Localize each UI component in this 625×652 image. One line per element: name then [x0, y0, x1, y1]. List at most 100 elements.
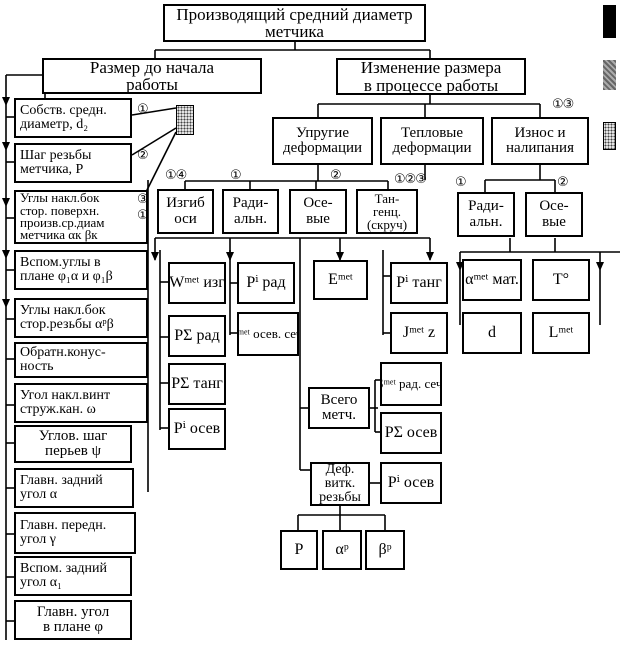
- alpha-p-box: αᵖ: [322, 530, 362, 570]
- symbol-text: Pⁱ танг: [396, 273, 442, 291]
- wear-radial-box: Ради- альн.: [457, 192, 515, 237]
- left-item-text: в плане φ: [42, 619, 104, 635]
- legend-gray-square: [603, 60, 616, 90]
- left-item-text: метчика, P: [20, 162, 84, 177]
- e-met-box: Eᵐᵉᵗ: [313, 260, 368, 300]
- thermal-deformations-box: Тепловые деформации: [380, 117, 484, 165]
- def-text: резьбы: [319, 490, 361, 506]
- symbol-text: P: [294, 540, 304, 558]
- circle-label-radial: ①: [230, 168, 242, 183]
- left-item-text: стор.резьбы αᵖβ: [20, 317, 114, 332]
- elastic-deformations-box: Упругие деформации: [272, 117, 373, 165]
- def-text: Деф.: [325, 462, 355, 477]
- symbol-text: αᵖ: [335, 540, 349, 558]
- category-text: налипания: [506, 140, 574, 156]
- symbol-text: PΣ осев: [384, 423, 438, 441]
- symbol-text: PΣ рад: [174, 326, 220, 344]
- sub-text: вые: [306, 210, 330, 227]
- j-z-box: Jᵐᵉᵗ z: [390, 312, 448, 354]
- symbol-text: T°: [552, 270, 570, 288]
- left-item-main-clearance: Главн. задний угол α: [14, 468, 134, 508]
- sub-text: Ради-: [232, 195, 269, 212]
- sub-text: генц.: [372, 203, 402, 219]
- left-item-text: диаметр, d₂: [20, 117, 89, 132]
- left-item-text: угол α: [20, 487, 58, 502]
- sub-text: Ради-: [468, 198, 504, 215]
- circle-label-angles: ③: [137, 192, 149, 207]
- sub-text: альн.: [469, 213, 503, 230]
- left-item-text: Углов. шаг: [38, 427, 108, 444]
- beta-p-box: βᵖ: [365, 530, 405, 570]
- circle-label-angles2: ①: [137, 208, 149, 223]
- root-line-1: Производящий средний диаметр: [176, 4, 413, 24]
- left-item-aux-plan-angles: Вспом.углы в плане φ₁α и φ₁β: [14, 250, 148, 290]
- left-item-text: Шаг резьбы: [20, 147, 92, 163]
- dotted-marker: [176, 105, 194, 135]
- root-line-2: метчика: [265, 22, 324, 41]
- left-item-aux-clearance: Вспом. задний угол α₁: [14, 556, 132, 596]
- category-text: деформации: [392, 140, 472, 156]
- p-box: P: [280, 530, 318, 570]
- circle-label-pitch: ②: [137, 148, 149, 163]
- left-item-text: Главн. задний: [20, 472, 103, 488]
- branch-change-line-2: в процессе работы: [363, 75, 499, 95]
- sub-text: Изгиб: [166, 195, 205, 212]
- symbol-text: d: [488, 323, 496, 341]
- symbol-text: Pⁱ рад: [246, 273, 286, 291]
- left-item-text: стор. поверхн.: [20, 202, 100, 218]
- symbol-text: βᵖ: [378, 540, 392, 558]
- left-item-text: Вспом. задний: [20, 560, 107, 576]
- legend-black-square: [603, 5, 616, 38]
- branch-initial-line-1: Размер до начала: [89, 58, 215, 77]
- left-item-text: Главн. передн.: [20, 517, 107, 533]
- w-bend-box: Wᵐᵉᵗ изг: [168, 262, 226, 304]
- circle-label-wear: ①③: [552, 97, 574, 112]
- left-item-text: угол γ: [20, 532, 56, 547]
- sub-text: оси: [174, 210, 197, 227]
- symbol-text: Jᵐᵉᵗ z: [402, 323, 436, 341]
- circle-label-d2: ①: [137, 102, 149, 117]
- left-item-thread-flank-angles: Углы накл.бок стор.резьбы αᵖβ: [14, 298, 148, 338]
- branch-initial-line-2: работы: [126, 75, 178, 94]
- category-text: Упругие: [296, 124, 349, 141]
- left-item-text: произв.ср.диам: [20, 215, 105, 230]
- left-item-text: Углы накл.бок: [20, 302, 106, 318]
- symbol-text: Sᵐᵉᵗ рад. сеч.: [382, 376, 442, 392]
- p-axial-i-box: Pⁱ осев: [168, 408, 226, 450]
- sub-text: (скруч): [366, 217, 408, 233]
- wear-box: Износ и налипания: [491, 117, 589, 165]
- symbol-text: Pⁱ осев: [387, 473, 435, 491]
- tangential-box: Тан- генц. (скруч): [356, 189, 418, 234]
- l-met-box: Lᵐᵉᵗ: [532, 312, 590, 354]
- p-tang-sum-box: PΣ танг: [168, 363, 226, 405]
- circle-label-bending: ①④: [165, 168, 187, 183]
- left-item-back-taper: Обратн.конус- ность: [14, 342, 148, 378]
- thread-deformation-box: Деф. витк. резьбы: [310, 462, 370, 506]
- left-item-text: струж.кан. ω: [20, 402, 96, 417]
- circle-label-wear-radial: ①: [455, 175, 467, 190]
- symbol-text: Lᵐᵉᵗ: [548, 323, 574, 341]
- symbol-text: Pⁱ осев: [173, 419, 221, 437]
- def-text: витк.: [324, 475, 356, 491]
- left-item-text: плане φ₁α и φ₁β: [20, 269, 113, 284]
- sub-text: Тан-: [374, 190, 400, 206]
- left-item-text: перьев ψ: [45, 443, 101, 459]
- left-item-text: Вспом.углы в: [20, 254, 101, 270]
- d-box: d: [462, 312, 522, 354]
- root-box: Производящий средний диаметр метчика: [163, 4, 426, 42]
- category-text: Износ и: [514, 124, 566, 141]
- circle-label-tangential: ①②③: [394, 172, 427, 187]
- radial-box: Ради- альн.: [222, 189, 279, 234]
- branch-change-box: Изменение размера в процессе работы: [336, 58, 526, 95]
- p-tang-i-box: Pⁱ танг: [390, 262, 448, 304]
- left-item-own-mean-diameter: Собств. средн. диаметр, d₂: [14, 98, 132, 138]
- left-item-helix-angle: Угол накл.винт струж.кан. ω: [14, 383, 148, 423]
- p-rad-i-box: Pⁱ рад: [237, 262, 295, 304]
- axial-box: Осе- вые: [289, 189, 347, 234]
- left-item-text: ность: [20, 359, 54, 374]
- circle-label-wear-axial: ②: [557, 175, 569, 190]
- left-item-flank-angles: Углы накл.бок стор. поверхн. произв.ср.д…: [14, 190, 148, 244]
- left-item-angular-pitch: Углов. шаг перьев ψ: [14, 425, 132, 463]
- branch-change-line-1: Изменение размера: [360, 58, 502, 78]
- s-axial-section-box: Sᵐᵉᵗ осев. сеч.: [237, 312, 299, 356]
